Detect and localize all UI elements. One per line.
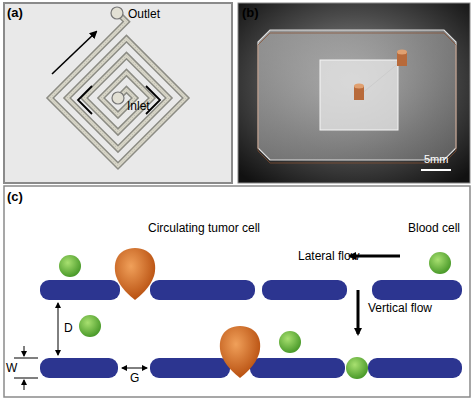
dimension-label: G — [130, 372, 139, 384]
blood-cell — [346, 357, 368, 379]
micropillar — [40, 280, 462, 378]
panel-b — [238, 3, 470, 183]
dimension-w — [24, 346, 25, 356]
blood-cell — [279, 331, 301, 353]
dimension-w — [24, 380, 25, 390]
dimension-d — [58, 303, 59, 355]
dimension-w — [14, 346, 38, 390]
flow-corner — [78, 86, 92, 114]
blood-cell — [59, 255, 81, 277]
micropillar — [250, 358, 345, 378]
micropillar — [150, 358, 230, 378]
tubing-port — [354, 84, 364, 101]
panel-label: (b) — [242, 6, 259, 19]
flow-label: Vertical flow — [368, 302, 432, 314]
panel-a — [4, 3, 232, 183]
tubing-port — [397, 50, 407, 55]
panel-c — [4, 186, 470, 397]
dimension-w — [14, 378, 38, 379]
micropillar — [262, 280, 347, 300]
cell-label: Circulating tumor cell — [148, 222, 260, 234]
spiral-channel — [40, 12, 194, 166]
spiral-channel — [40, 12, 194, 166]
blood-cell — [59, 252, 451, 379]
panel-b — [360, 62, 400, 95]
vertical-flow-arrow — [357, 290, 360, 334]
tumor-cell — [115, 248, 155, 300]
micropillar — [40, 280, 120, 300]
panel-label: (c) — [7, 190, 23, 203]
dimension-label: W — [6, 362, 17, 374]
panel-c — [4, 186, 470, 397]
panel-a — [4, 3, 232, 183]
panel-b — [238, 3, 470, 183]
blood-cell — [79, 315, 101, 337]
glass-chip — [258, 30, 456, 160]
inlet-port — [112, 92, 124, 104]
dimension-g — [122, 368, 147, 369]
panel-label: (a) — [7, 6, 23, 19]
tubing-port — [354, 84, 364, 89]
chip-edge — [258, 33, 456, 163]
micropillar — [368, 358, 462, 378]
spiral-channel — [40, 12, 194, 166]
channel-area — [320, 60, 398, 130]
flow-label: Lateral flow — [298, 250, 359, 262]
tumor-cell — [220, 326, 260, 378]
flow-arrow — [52, 32, 96, 74]
outlet-port — [111, 7, 123, 19]
micropillar — [40, 358, 118, 378]
tumor-cell — [115, 248, 260, 378]
micropillar — [150, 280, 255, 300]
scale-bar — [421, 169, 451, 171]
tubing-port — [397, 50, 407, 67]
blood-cell — [429, 252, 451, 274]
port-label: Inlet — [127, 100, 150, 112]
scale-label: 5mm — [424, 154, 448, 165]
dimension-label: D — [64, 322, 73, 334]
port-label: Outlet — [128, 8, 160, 20]
micropillar — [372, 280, 462, 300]
spiral-channel — [40, 12, 194, 166]
dimension-w — [14, 358, 38, 359]
cell-label: Blood cell — [408, 222, 460, 234]
